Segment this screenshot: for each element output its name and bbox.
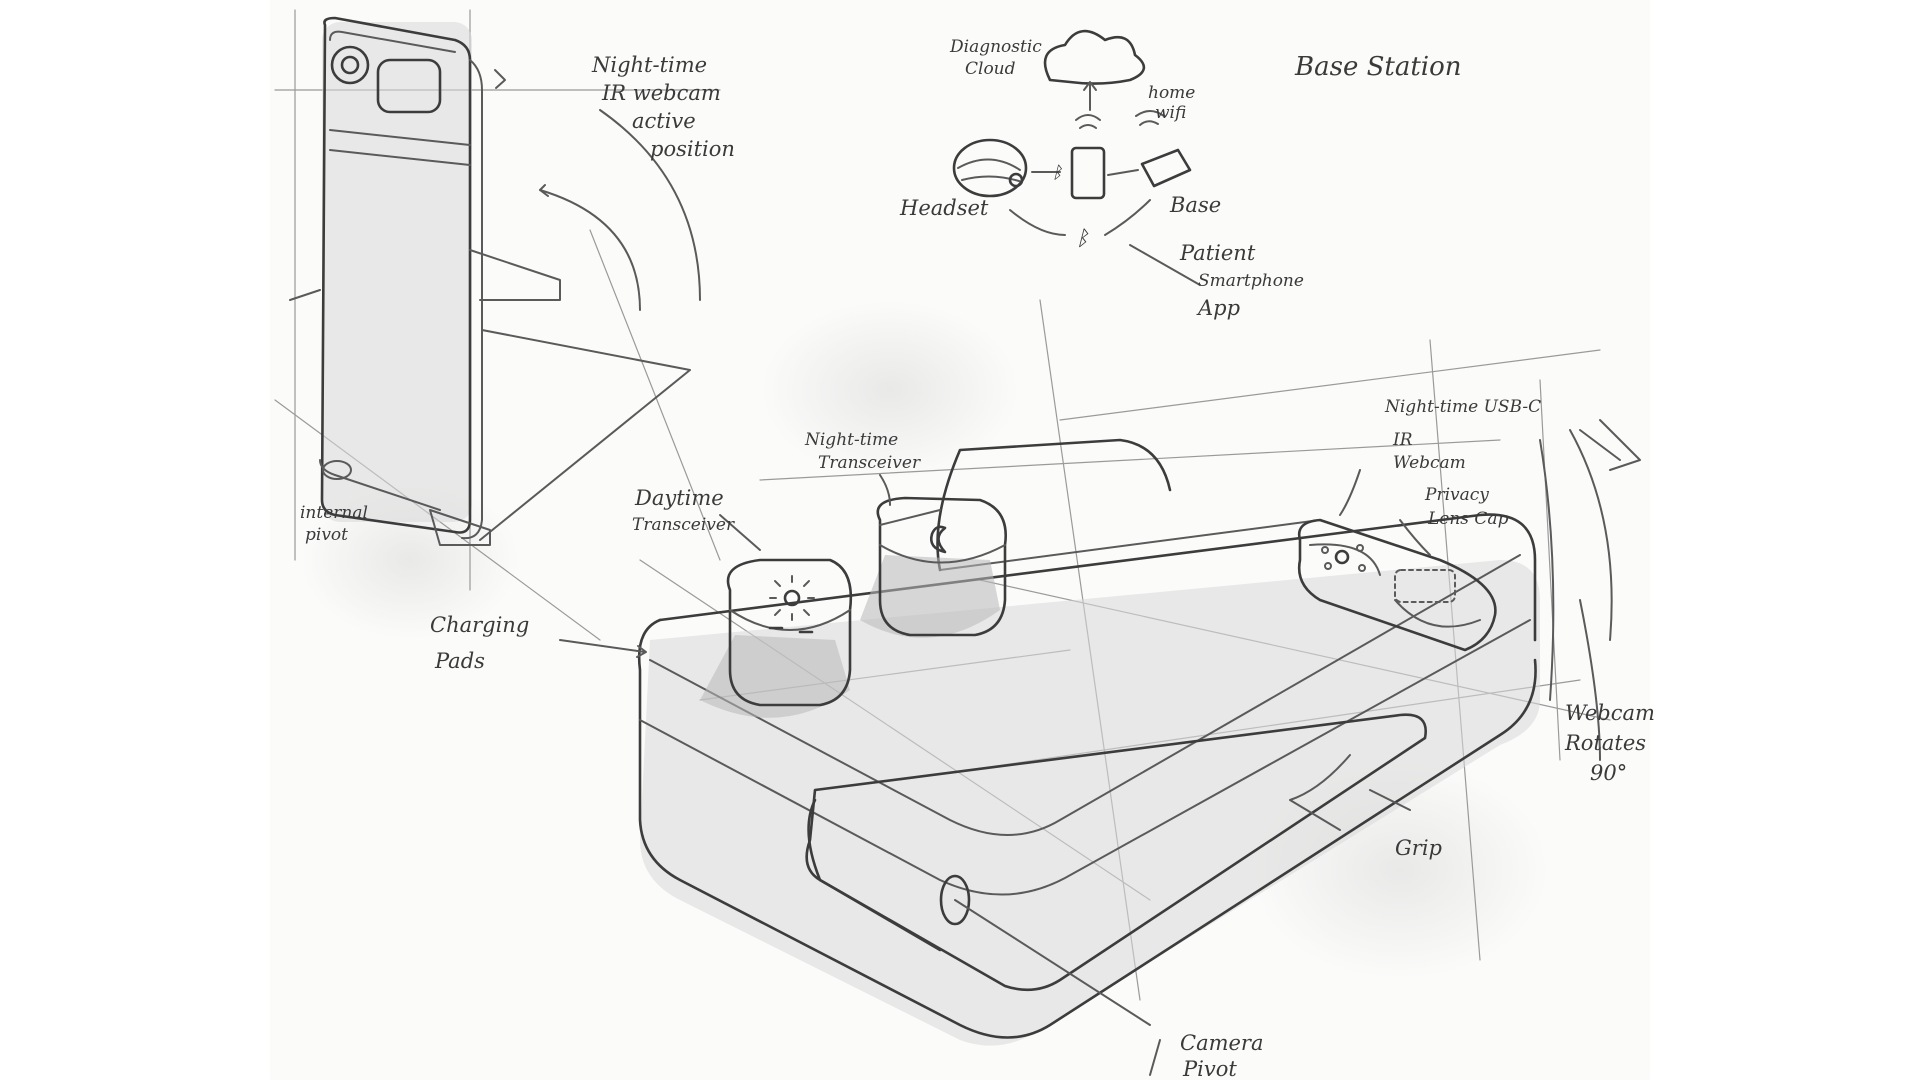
label-headset: Headset [899,196,989,220]
label-patient-2: Smartphone [1198,271,1304,291]
label-webcam-rotates-2: Rotates [1564,731,1646,755]
label-webcam-rotates-3: 90° [1590,761,1627,785]
nighttime-transceiver [860,496,1008,638]
bluetooth-icon: ᛒ [1076,226,1089,250]
label-patient-3: App [1196,296,1240,320]
label-night-ir-2: IR webcam [601,81,721,105]
label-arrows [559,474,1411,1076]
base-station-sketch [637,438,1540,1046]
connectivity-diagram: ᛒ ᛒ [952,29,1201,286]
label-diagnostic-2: Cloud [965,59,1016,79]
label-night-ir-1: Night-time [591,53,707,77]
smartphone-icon [1070,146,1106,200]
label-night-ir-4: position [650,137,735,161]
label-grip: Grip [1395,836,1442,860]
label-day-transceiver-2: Transceiver [632,515,735,535]
title-base-station: Base Station [1294,52,1462,82]
label-ir-webcam-2: Webcam [1393,453,1466,473]
annotations: Base Station Night-time IR webcam active… [300,37,1655,1080]
sun-icon [783,589,801,607]
cloud-icon [1043,29,1146,85]
label-webcam-rotates-1: Webcam [1565,701,1655,725]
label-internal-pivot-1: internal [300,503,368,523]
label-night-ir-3: active [632,109,696,133]
headset-icon [952,138,1028,198]
label-diagnostic-1: Diagnostic [949,37,1042,57]
label-charging-2: Pads [434,649,485,673]
label-patient-1: Patient [1179,241,1256,265]
label-home-wifi-2: wifi [1155,103,1186,123]
bluetooth-icon: ᛒ [1052,163,1063,183]
label-day-transceiver-1: Daytime [634,486,724,510]
label-camera-pivot-1: Camera [1180,1031,1264,1055]
label-privacy-1: Privacy [1424,485,1489,505]
label-charging-1: Charging [430,613,529,637]
base-icon [1140,148,1192,188]
label-internal-pivot-2: pivot [305,525,348,545]
webcam-module [1297,419,1641,761]
label-privacy-2: Lens Cap [1427,509,1509,529]
daytime-transceiver [700,558,853,718]
label-base: Base [1169,193,1221,217]
phone-stand-sketch [289,16,701,546]
moon-icon [930,525,947,554]
label-night-usbc: Night-time USB-C [1384,397,1541,417]
label-home-wifi-1: home [1148,83,1195,103]
label-camera-pivot-2: Pivot [1182,1057,1237,1080]
label-night-transceiver-2: Transceiver [818,453,921,473]
label-ir-webcam-1: IR [1392,430,1413,450]
label-night-transceiver-1: Night-time [804,430,898,450]
